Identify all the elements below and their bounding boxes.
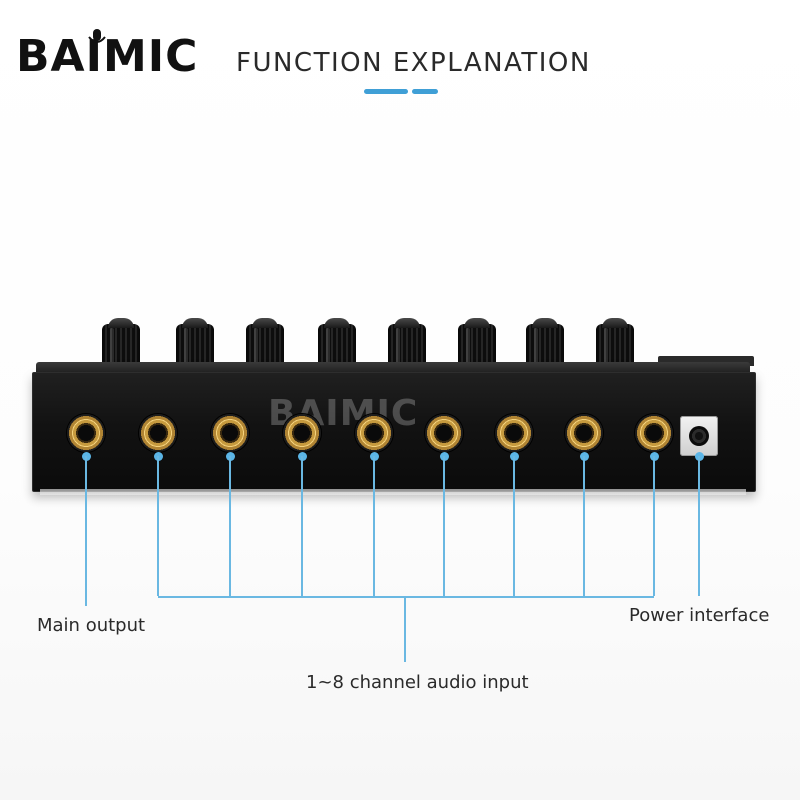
knob-highlight <box>534 328 538 364</box>
knob-highlight <box>184 328 188 364</box>
page-title: FUNCTION EXPLANATION <box>236 48 591 78</box>
title-accent-bar-short <box>412 89 438 94</box>
chassis-side-edge <box>658 356 754 366</box>
title-accent-bar-long <box>364 89 408 94</box>
channel-line <box>157 456 159 596</box>
channel-input-line <box>404 596 406 662</box>
power-interface-line <box>698 456 700 596</box>
channel-line <box>229 456 231 596</box>
channel-input-jack <box>635 414 673 452</box>
channel-line <box>301 456 303 596</box>
channel-input-jack <box>283 414 321 452</box>
channel-input-jack <box>565 414 603 452</box>
main-output-line <box>85 456 87 606</box>
brand-logo-text: BAIMIC <box>16 31 199 82</box>
dc-power-jack-icon <box>680 416 718 456</box>
knob-highlight <box>110 328 114 364</box>
channel-input-jack <box>139 414 177 452</box>
channel-line <box>373 456 375 596</box>
knob-cap <box>108 318 134 328</box>
knob-highlight <box>466 328 470 364</box>
channel-line <box>513 456 515 596</box>
microphone-icon <box>88 29 106 43</box>
channel-bus-line <box>158 596 654 598</box>
channel-input-jack <box>355 414 393 452</box>
knob-cap <box>394 318 420 328</box>
channel-line <box>583 456 585 596</box>
channel-input-label: 1~8 channel audio input <box>306 672 529 693</box>
channel-input-jack <box>425 414 463 452</box>
knob-cap <box>532 318 558 328</box>
channel-input-jack <box>211 414 249 452</box>
chassis-shadow <box>40 489 746 495</box>
knob-highlight <box>396 328 400 364</box>
power-interface-label: Power interface <box>629 605 770 626</box>
knob-highlight <box>326 328 330 364</box>
channel-line <box>443 456 445 596</box>
knob-cap <box>252 318 278 328</box>
knob-cap <box>324 318 350 328</box>
power-jack-hole <box>689 426 709 446</box>
channel-line <box>653 456 655 596</box>
knob-cap <box>182 318 208 328</box>
main-output-label: Main output <box>37 615 146 636</box>
knob-highlight <box>254 328 258 364</box>
knob-cap <box>602 318 628 328</box>
brand-logo: BAIMIC <box>16 29 230 82</box>
knob-highlight <box>604 328 608 364</box>
knob-cap <box>464 318 490 328</box>
channel-input-jack <box>495 414 533 452</box>
main-output-jack <box>67 414 105 452</box>
